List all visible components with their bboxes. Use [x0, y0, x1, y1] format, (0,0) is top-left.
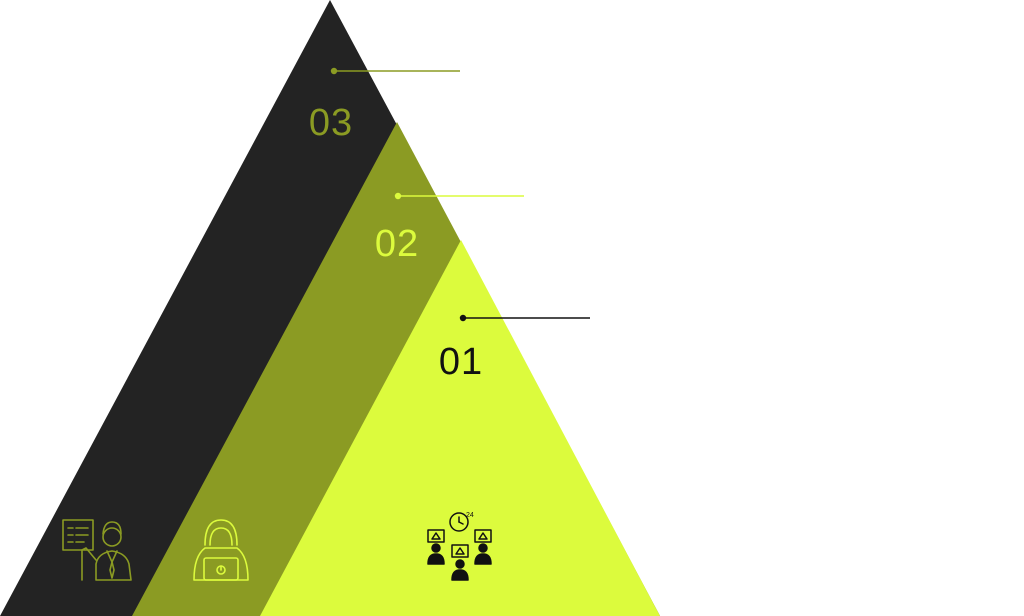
- svg-text:24: 24: [466, 512, 474, 519]
- layer-3-leader: [330, 67, 460, 75]
- layer-3-number: 03: [309, 102, 353, 144]
- layer-1-shape: [260, 240, 660, 616]
- layer-1-leader: [459, 314, 590, 322]
- layer-2-leader: [394, 192, 524, 200]
- support-24-7-team-icon: 24: [427, 512, 492, 581]
- businessman-presentation-icon: [62, 519, 132, 581]
- layer-2-number: 02: [375, 223, 419, 265]
- hacker-laptop-icon: [193, 519, 249, 581]
- layer-1-number: 01: [439, 341, 483, 383]
